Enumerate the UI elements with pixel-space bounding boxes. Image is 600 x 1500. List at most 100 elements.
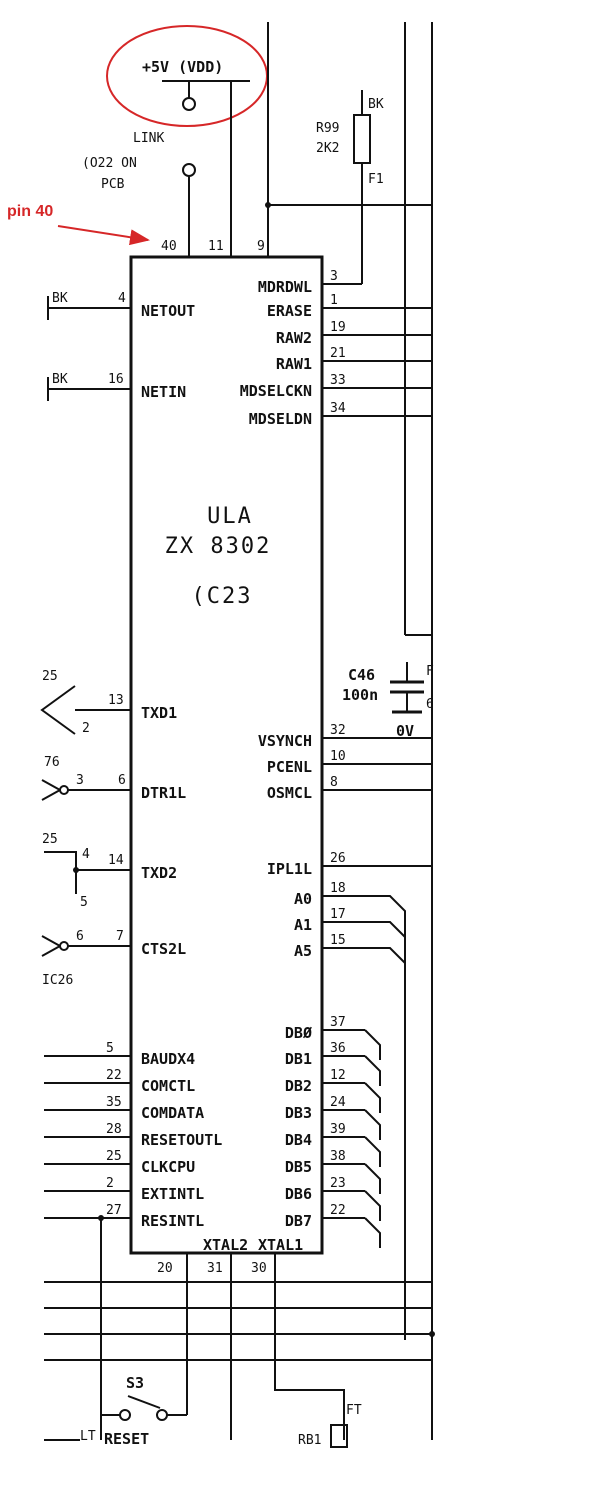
right-pin-37-num: 37	[330, 1015, 346, 1030]
bottom-pin-31: 31	[207, 1261, 223, 1276]
c46-value: 100n	[342, 686, 378, 704]
right-pin-group: 3MDRDWL1ERASE19RAW221RAW133MDSELCKN34MDS…	[240, 269, 432, 1230]
switch-lever	[127, 1395, 161, 1409]
left-pin-6-name: DTR1L	[141, 784, 186, 802]
left-pin-7: 6 IC26 7 CTS2L	[41, 929, 186, 988]
left-pin-4: BK 4 NETOUT	[47, 291, 195, 320]
left-pin-27-name: RESINTL	[141, 1212, 204, 1230]
left-pin-4-num: 4	[118, 291, 126, 306]
pin30-wire	[274, 1253, 345, 1440]
right-pin-mdselckn-name: MDSELCKN	[240, 382, 312, 400]
left-pin-25-name: CLKCPU	[141, 1158, 195, 1176]
left-pin-7-ext: 6	[76, 929, 84, 944]
right-pin-ipl1l-name: IPL1L	[267, 860, 312, 878]
right-pin-erase-name: ERASE	[267, 302, 312, 320]
rb-body	[330, 1424, 348, 1448]
c46-ground-label: 0V	[396, 722, 414, 740]
right-pin-18-num: 18	[330, 881, 346, 896]
switch-ref: S3	[126, 1374, 144, 1392]
right-pin-33-num: 33	[330, 373, 346, 388]
top-pin-40: 40	[161, 239, 177, 254]
left-pin-28-name: RESETOUTL	[141, 1131, 222, 1149]
dtr-inner-num: 3	[76, 773, 84, 788]
pin40-arrow	[57, 225, 150, 246]
left-pin-28-num: 28	[106, 1122, 122, 1137]
left-pin-7-name: CTS2L	[141, 940, 186, 958]
right-pin-mdseldn-name: MDSELDN	[249, 410, 312, 428]
switch-contact-right	[156, 1409, 168, 1421]
switch-label: RESET	[104, 1430, 149, 1448]
left-pin-13-name: TXD1	[141, 704, 177, 722]
right-pin-osmcl-name: OSMCL	[267, 784, 312, 802]
right-pin-21-num: 21	[330, 346, 346, 361]
left-pin-14-name: TXD2	[141, 864, 177, 882]
left-pin-2-name: EXTINTL	[141, 1185, 204, 1203]
left-pin-16: BK 16 NETIN	[47, 372, 186, 401]
left-pin-6-ext: 76	[44, 755, 60, 770]
top-pin-11: 11	[208, 239, 224, 254]
chip-part: ZX 8302	[165, 534, 272, 559]
left-pin-2-num: 2	[106, 1176, 114, 1191]
left-pin-16-num: 16	[108, 372, 124, 387]
ula-chip-body	[129, 255, 324, 1255]
left-pin-35-num: 35	[106, 1095, 122, 1110]
resint-junction	[98, 1215, 104, 1221]
right-pin-26-num: 26	[330, 851, 346, 866]
left-pin-14-num: 14	[108, 853, 124, 868]
rail-junction	[429, 1331, 435, 1337]
right-pin-db2-name: DB2	[285, 1077, 312, 1095]
c46-tag-a: F	[426, 664, 434, 679]
pin40-annotation: pin 40	[7, 203, 53, 220]
left-pin-4-name: NETOUT	[141, 302, 195, 320]
right-pin-dbø-name: DBØ	[285, 1024, 312, 1042]
right-pin-38-num: 38	[330, 1149, 346, 1164]
top-pin-9: 9	[257, 239, 265, 254]
right-pin-db7-name: DB7	[285, 1212, 312, 1230]
left-pin-7-num: 7	[116, 929, 124, 944]
link-pad-top	[182, 97, 196, 111]
data-bus-line	[364, 1190, 381, 1221]
switch-contact-left	[119, 1409, 131, 1421]
ic26-label: IC26	[42, 973, 73, 988]
left-pin-16-ext: BK	[52, 372, 68, 387]
right-pin-32-num: 32	[330, 723, 346, 738]
right-pin-22-num: 22	[330, 1203, 346, 1218]
right-pin-db6-name: DB6	[285, 1185, 312, 1203]
left-pin-22-num: 22	[106, 1068, 122, 1083]
tx1-inner-num: 2	[82, 721, 90, 736]
r99-tag-bottom: F1	[368, 172, 384, 187]
right-pin-pcenl-name: PCENL	[267, 758, 312, 776]
right-pin-db3-name: DB3	[285, 1104, 312, 1122]
right-pin-17-num: 17	[330, 907, 346, 922]
tx2-inner-a: 4	[82, 847, 90, 862]
right-pin-8-num: 8	[330, 775, 338, 790]
c46-ref: C46	[348, 666, 375, 684]
r99-ref: R99	[316, 121, 339, 136]
data-bus-line	[364, 1082, 381, 1113]
left-pin-25-num: 25	[106, 1149, 122, 1164]
left-pin-5-name: BAUDX4	[141, 1050, 195, 1068]
right-pin-raw1-name: RAW1	[276, 355, 312, 373]
right-pin-24-num: 24	[330, 1095, 346, 1110]
r99-tag-top: BK	[368, 97, 384, 112]
link-note-1: (O22 ON	[82, 156, 137, 171]
right-pin-mdrdwl-name: MDRDWL	[258, 278, 312, 296]
data-bus-line	[364, 1136, 381, 1167]
bottom-pin-20: 20	[157, 1261, 173, 1276]
left-pin-22-name: COMCTL	[141, 1077, 195, 1095]
c46-tag-b: 6	[426, 697, 434, 712]
xtal1-label: XTAL1	[258, 1236, 303, 1254]
left-pin-5-num: 5	[106, 1041, 114, 1056]
right-pin-db5-name: DB5	[285, 1158, 312, 1176]
xtal2-label: XTAL2	[203, 1236, 248, 1254]
right-pin-19-num: 19	[330, 320, 346, 335]
lt-label: LT	[80, 1429, 96, 1444]
data-bus-line	[364, 1109, 381, 1140]
right-pin-15-num: 15	[330, 933, 346, 948]
left-pin-14: 25 4 5 14 TXD2	[42, 832, 177, 910]
left-pin-27-num: 27	[106, 1203, 122, 1218]
link-pad-bottom	[182, 163, 196, 177]
bottom-pin-30: 30	[251, 1261, 267, 1276]
chip-ref: (C23	[192, 584, 253, 609]
right-pin-db1-name: DB1	[285, 1050, 312, 1068]
